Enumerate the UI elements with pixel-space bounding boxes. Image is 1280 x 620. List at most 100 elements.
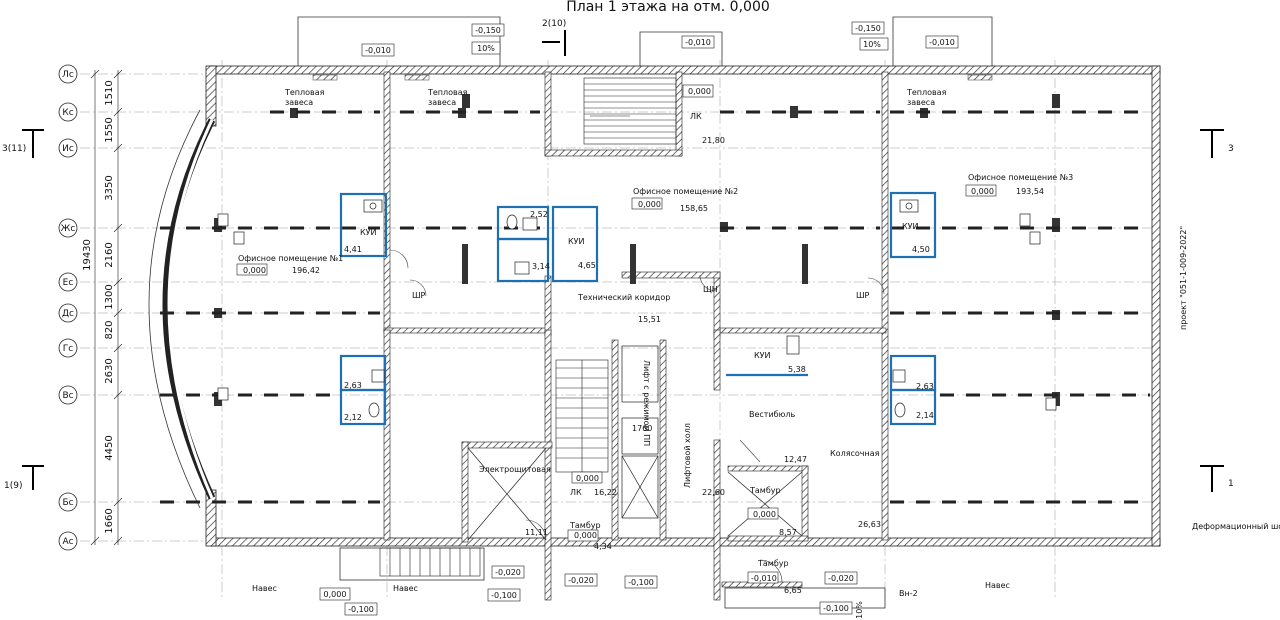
axis-label-ks: Кс bbox=[62, 108, 73, 118]
axis-bubble-bs bbox=[58, 492, 78, 512]
bath-right-b-area: 2,14 bbox=[916, 411, 934, 420]
section-mark-labels: 3(11) 1(9) 3 1 2(10) bbox=[2, 19, 1234, 491]
axis-bubble-as bbox=[58, 531, 78, 551]
axis-bubble-gs bbox=[58, 338, 78, 358]
section-label-right-top: 3 bbox=[1228, 144, 1234, 154]
axis-labels: Лс Кс Ис Жс Ес Дс Гс Вс Бс Ас bbox=[61, 70, 76, 547]
bathroom-outlines bbox=[339, 191, 937, 426]
axis-label-ds: Дс bbox=[62, 309, 74, 319]
axis-label-as: Ас bbox=[62, 537, 73, 547]
bathroom-left-b bbox=[339, 388, 387, 426]
office3-area: 193,54 bbox=[1016, 187, 1044, 196]
canopy-1: Навес bbox=[252, 584, 277, 593]
section-marks bbox=[22, 30, 1224, 492]
section-label-right-bottom: 1 bbox=[1228, 479, 1234, 489]
kui-1: КУИ bbox=[360, 228, 377, 237]
bath-mid-b-area: 3,14 bbox=[532, 262, 550, 271]
tambur-1-level: 0,000 bbox=[574, 531, 597, 540]
tambur-3-level: -0,010 bbox=[751, 574, 777, 583]
level-top-e: -0,150 bbox=[855, 24, 881, 33]
dim-total: 19430 bbox=[82, 239, 93, 271]
panel-shn: ЩН bbox=[703, 285, 718, 294]
dim-1660: 1660 bbox=[104, 508, 115, 533]
level-top-g: -0,010 bbox=[929, 38, 955, 47]
office1-area: 196,42 bbox=[292, 266, 320, 275]
office1-name: Офисное помещение №1 bbox=[238, 254, 343, 263]
panel-sh-2: ШР bbox=[856, 291, 870, 300]
office3-level: 0,000 bbox=[971, 187, 994, 196]
tech-corridor-area: 15,51 bbox=[638, 315, 661, 324]
level-top-d: -0,010 bbox=[685, 38, 711, 47]
tambur-3-area: 6,65 bbox=[784, 586, 802, 595]
lk-bottom-area: 16,22 bbox=[594, 488, 617, 497]
electric-room-area: 11,11 bbox=[525, 528, 548, 537]
dimension-lines bbox=[90, 69, 123, 546]
door-swings bbox=[389, 249, 885, 583]
level-values: -0,010 -0,150 10% -0,010 -0,150 10% -0,0… bbox=[324, 24, 955, 619]
canopy-outlines bbox=[297, 16, 993, 609]
dimension-values: 1510 1550 3350 2160 1300 820 2630 4450 1… bbox=[82, 80, 115, 533]
stair-outside bbox=[379, 547, 481, 577]
bath-mid-a-area: 2,52 bbox=[530, 210, 548, 219]
lift-dim: 1760 bbox=[632, 424, 652, 433]
electric-room-name: Электрощитовая bbox=[479, 465, 551, 474]
office2-level: 0,000 bbox=[638, 200, 661, 209]
axis-bubbles bbox=[58, 64, 78, 551]
lk-top-area: 21,80 bbox=[702, 136, 725, 145]
lk-bottom-level: 0,000 bbox=[576, 474, 599, 483]
level-bot-a: -0,020 bbox=[495, 568, 521, 577]
vestibule-name: Вестибюль bbox=[749, 410, 795, 419]
bath-left-b-area: 2,12 bbox=[344, 413, 362, 422]
axis-label-ls: Лс bbox=[62, 70, 74, 80]
curved-facade-inner bbox=[167, 119, 214, 499]
dim-820: 820 bbox=[104, 320, 115, 339]
interior-walls bbox=[383, 71, 889, 601]
office1-level: 0,000 bbox=[243, 266, 266, 275]
plan-title: План 1 этажа на отм. 0,000 bbox=[566, 0, 770, 15]
dim-2160: 2160 bbox=[104, 242, 115, 267]
dim-1300: 1300 bbox=[104, 284, 115, 309]
level-bot-f: -0,100 bbox=[348, 605, 374, 614]
dim-1550: 1550 bbox=[104, 117, 115, 142]
axis-bubble-es bbox=[58, 272, 78, 292]
office2-area: 158,65 bbox=[680, 204, 708, 213]
dim-4450: 4450 bbox=[104, 435, 115, 460]
stair-bottom bbox=[555, 359, 609, 473]
tambur-2-area: 8,57 bbox=[779, 528, 797, 537]
bathroom-office3 bbox=[889, 191, 937, 259]
axis-label-gs: Гс bbox=[63, 344, 73, 354]
vn2-label: Вн-2 bbox=[899, 589, 918, 598]
elevator-shafts bbox=[467, 345, 803, 541]
lk-top: ЛК bbox=[690, 112, 702, 121]
dim-1510: 1510 bbox=[104, 80, 115, 105]
heat-curtains bbox=[312, 74, 993, 81]
outer-walls bbox=[205, 65, 1161, 547]
curved-facade-outer bbox=[148, 109, 201, 509]
section-label-top: 2(10) bbox=[542, 19, 566, 29]
axis-label-vs: Вс bbox=[62, 391, 73, 401]
office3-name: Офисное помещение №3 bbox=[968, 173, 1073, 182]
section-label-left-top: 3(11) bbox=[2, 144, 26, 154]
bathroom-right-b bbox=[889, 388, 937, 426]
axis-label-is: Ис bbox=[62, 144, 74, 154]
axis-bubble-ls bbox=[58, 64, 78, 84]
level-bot-d: -0,020 bbox=[828, 574, 854, 583]
stroller-room-area: 26,63 bbox=[858, 520, 881, 529]
bath1-area: 4,41 bbox=[344, 245, 362, 254]
level-bot-c: -0,100 bbox=[628, 578, 654, 587]
lk-top-level: 0,000 bbox=[688, 87, 711, 96]
axis-bubble-ks bbox=[58, 102, 78, 122]
bathroom-mid-c bbox=[551, 205, 599, 283]
level-bot-pct: 10% bbox=[855, 601, 864, 619]
level-boxes bbox=[236, 21, 997, 616]
kui-c: КУИ bbox=[754, 351, 771, 360]
tech-corridor-name: Технический коридор bbox=[577, 293, 670, 302]
fixtures bbox=[217, 199, 1057, 418]
level-bot-h: -0,100 bbox=[823, 604, 849, 613]
tambur-1-area: 4,34 bbox=[594, 542, 612, 551]
level-top-f: 10% bbox=[863, 40, 881, 49]
